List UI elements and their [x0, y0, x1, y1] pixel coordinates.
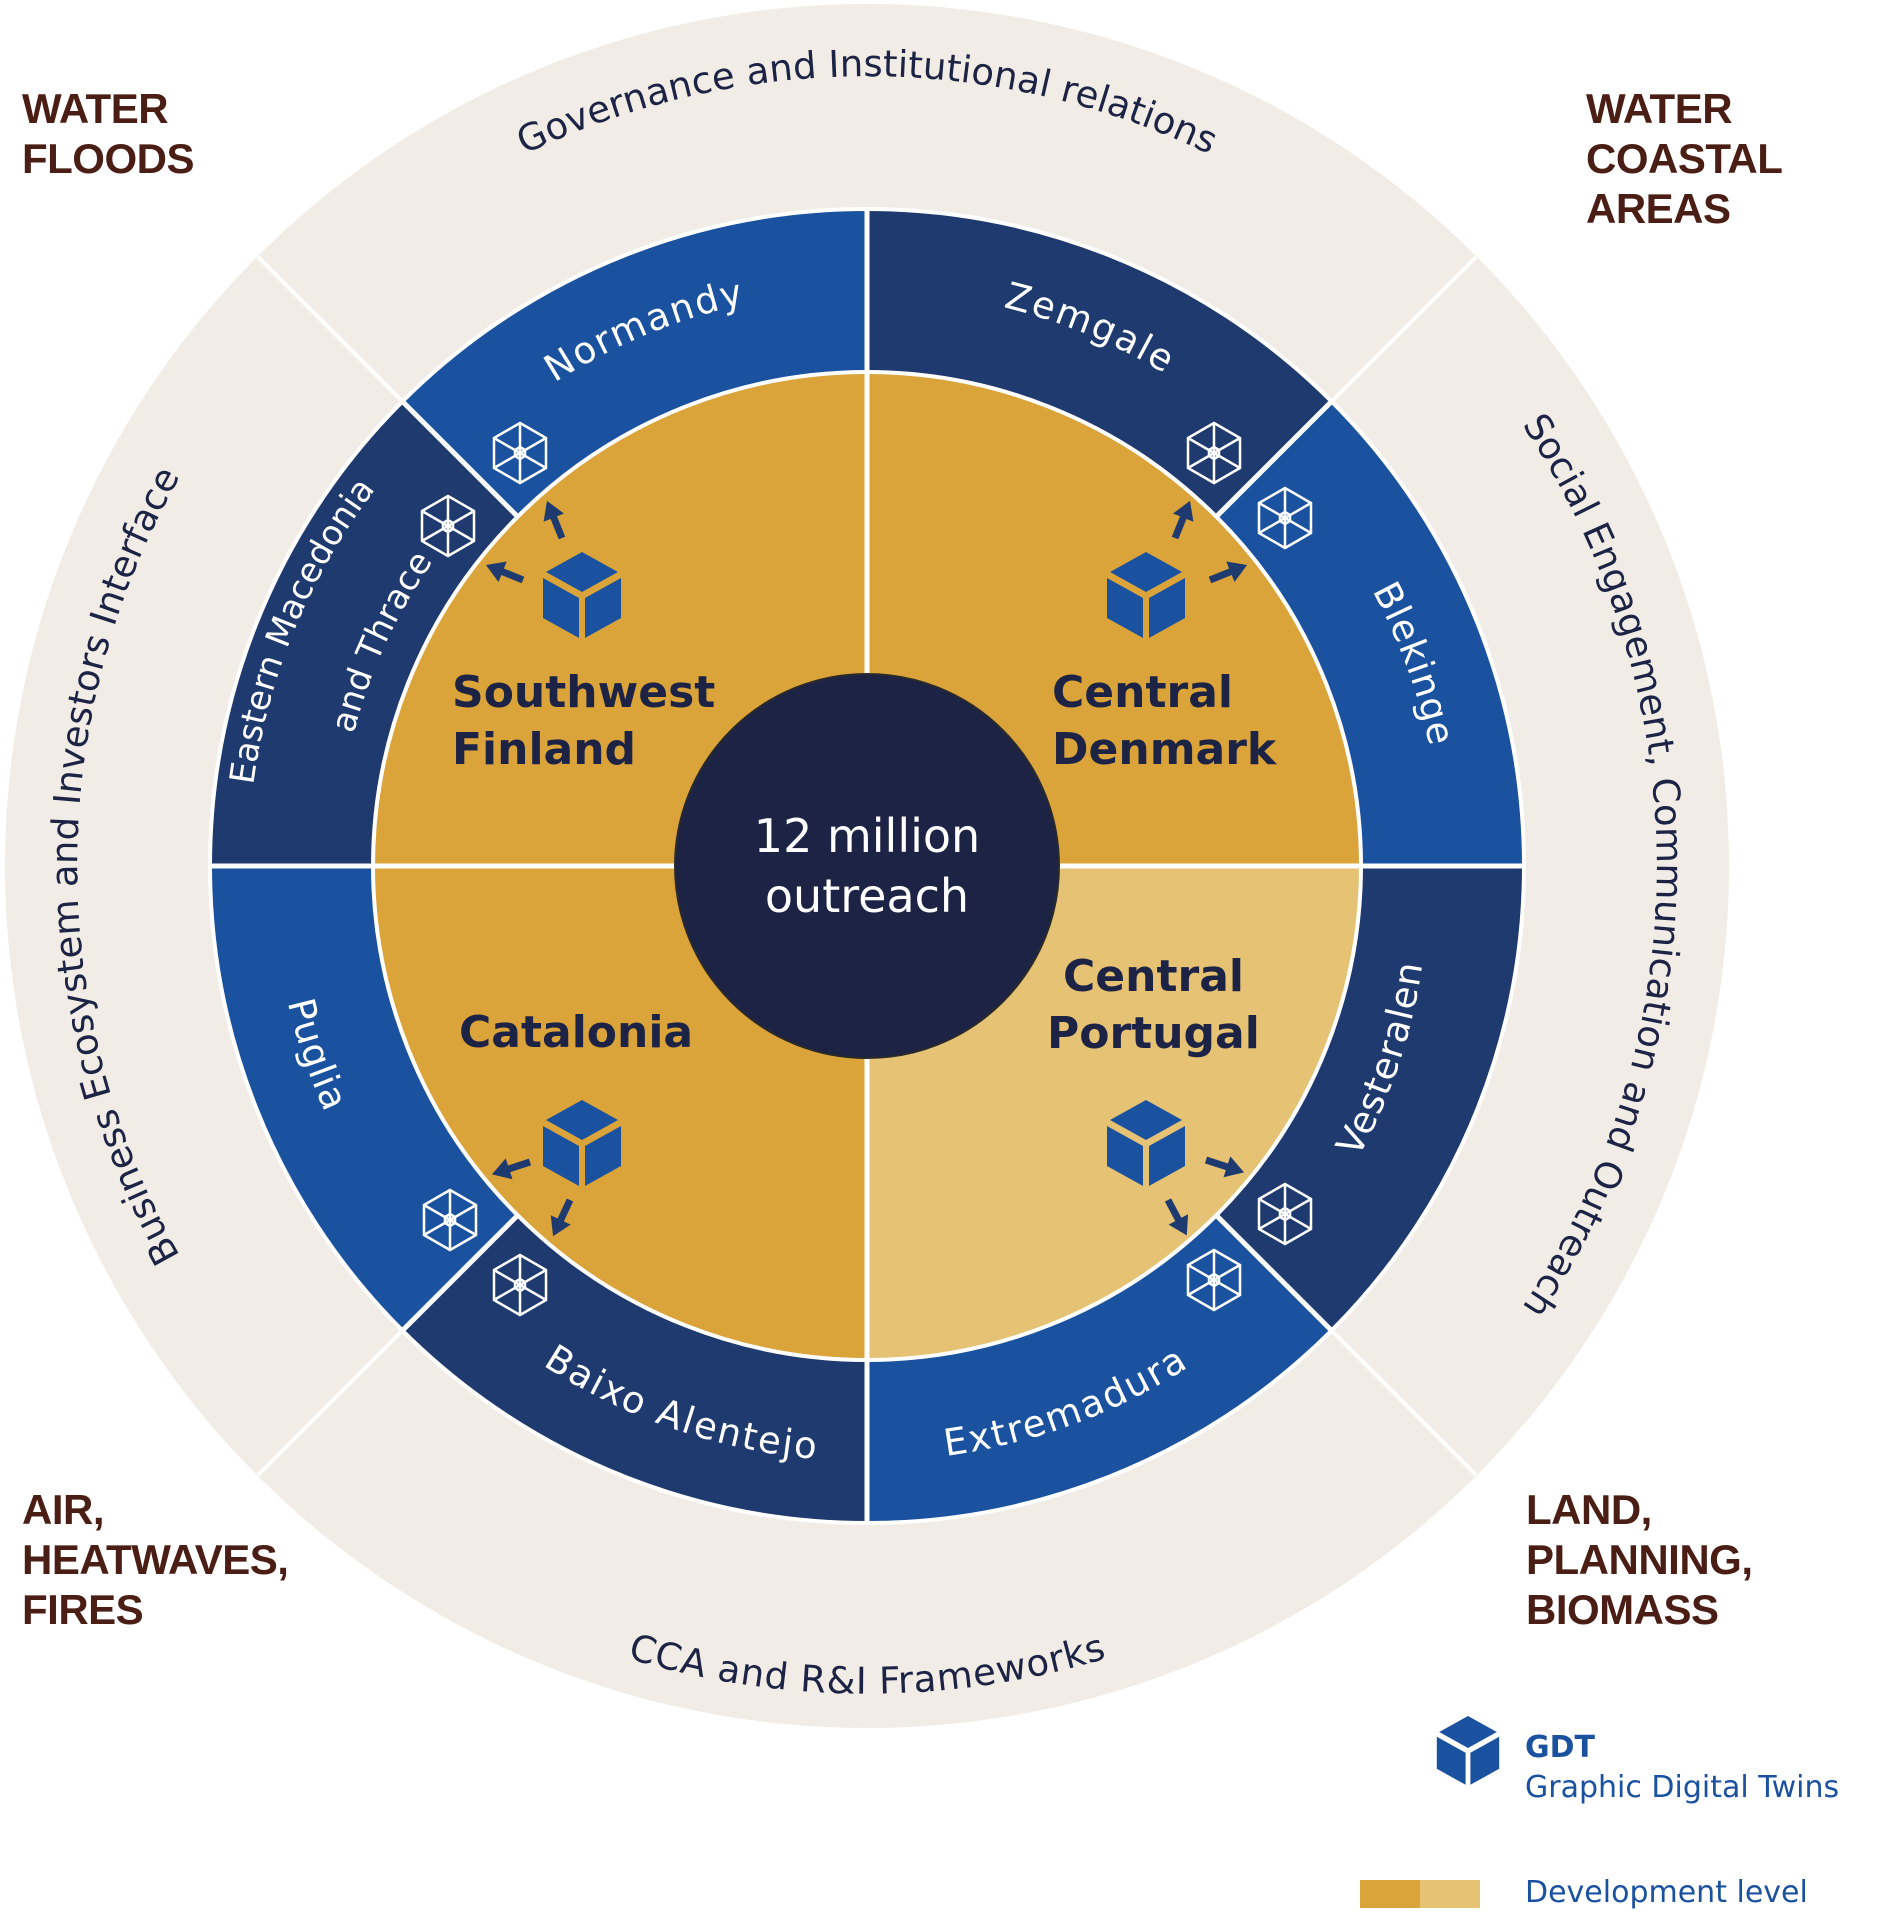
middle-ring-segment [867, 209, 1332, 517]
legend-swatch-high [1360, 1880, 1420, 1908]
corner-line: COASTAL [1586, 135, 1783, 182]
legend-cube-icon [1436, 1716, 1500, 1785]
legend-swatch-medium [1420, 1880, 1480, 1908]
middle-ring-segment [402, 1215, 867, 1523]
quadrant-label-southwest-finland-line2: Finland [452, 724, 636, 775]
middle-ring [210, 209, 1524, 1523]
corner-line: BIOMASS [1526, 1586, 1719, 1633]
middle-ring-segment [402, 209, 867, 517]
middle-ring-segment [1216, 866, 1524, 1331]
corner-line: WATER [1586, 85, 1733, 132]
corner-line: HEATWAVES, [22, 1536, 289, 1583]
corner-label-water-floods: WATER FLOODS [22, 84, 195, 184]
corner-label-land-planning-biomass: LAND, PLANNING, BIOMASS [1526, 1485, 1753, 1635]
corner-line: LAND, [1526, 1486, 1652, 1533]
corner-line: AREAS [1586, 185, 1731, 232]
center-line1: 12 million [754, 809, 980, 863]
center-circle [674, 673, 1060, 1059]
corner-label-water-coastal-areas: WATER COASTAL AREAS [1586, 84, 1783, 234]
corner-line: FIRES [22, 1586, 144, 1633]
legend-gdt-title: GDT [1525, 1730, 1595, 1765]
outer-ring-dividers [256, 255, 1478, 1477]
quadrant-label-southwest-finland-line1: Southwest [452, 667, 715, 718]
quadrant-label-central-portugal-line1: Central [1063, 951, 1244, 1002]
corner-line: FLOODS [22, 135, 195, 182]
quadrant-label-catalonia: Catalonia [459, 1007, 693, 1058]
middle-ring-segment [210, 401, 518, 866]
middle-ring-segment [867, 1215, 1332, 1523]
quadrant-label-central-denmark-line2: Denmark [1052, 724, 1278, 775]
middle-border [208, 207, 1526, 1525]
legend-gdt-subtitle: Graphic Digital Twins [1525, 1770, 1840, 1805]
quadrant-label-central-portugal-line2: Portugal [1047, 1008, 1260, 1059]
gold-border [371, 370, 1363, 1362]
corner-label-air-heatwaves-fires: AIR, HEATWAVES, FIRES [22, 1485, 289, 1635]
legend-development-label: Development level [1525, 1875, 1808, 1910]
center-line2: outreach [765, 869, 969, 923]
corner-line: PLANNING, [1526, 1536, 1753, 1583]
middle-ring-segment [1216, 401, 1524, 866]
quadrant-label-central-denmark-line1: Central [1052, 667, 1233, 718]
corner-line: WATER [22, 85, 169, 132]
corner-line: AIR, [22, 1486, 105, 1533]
